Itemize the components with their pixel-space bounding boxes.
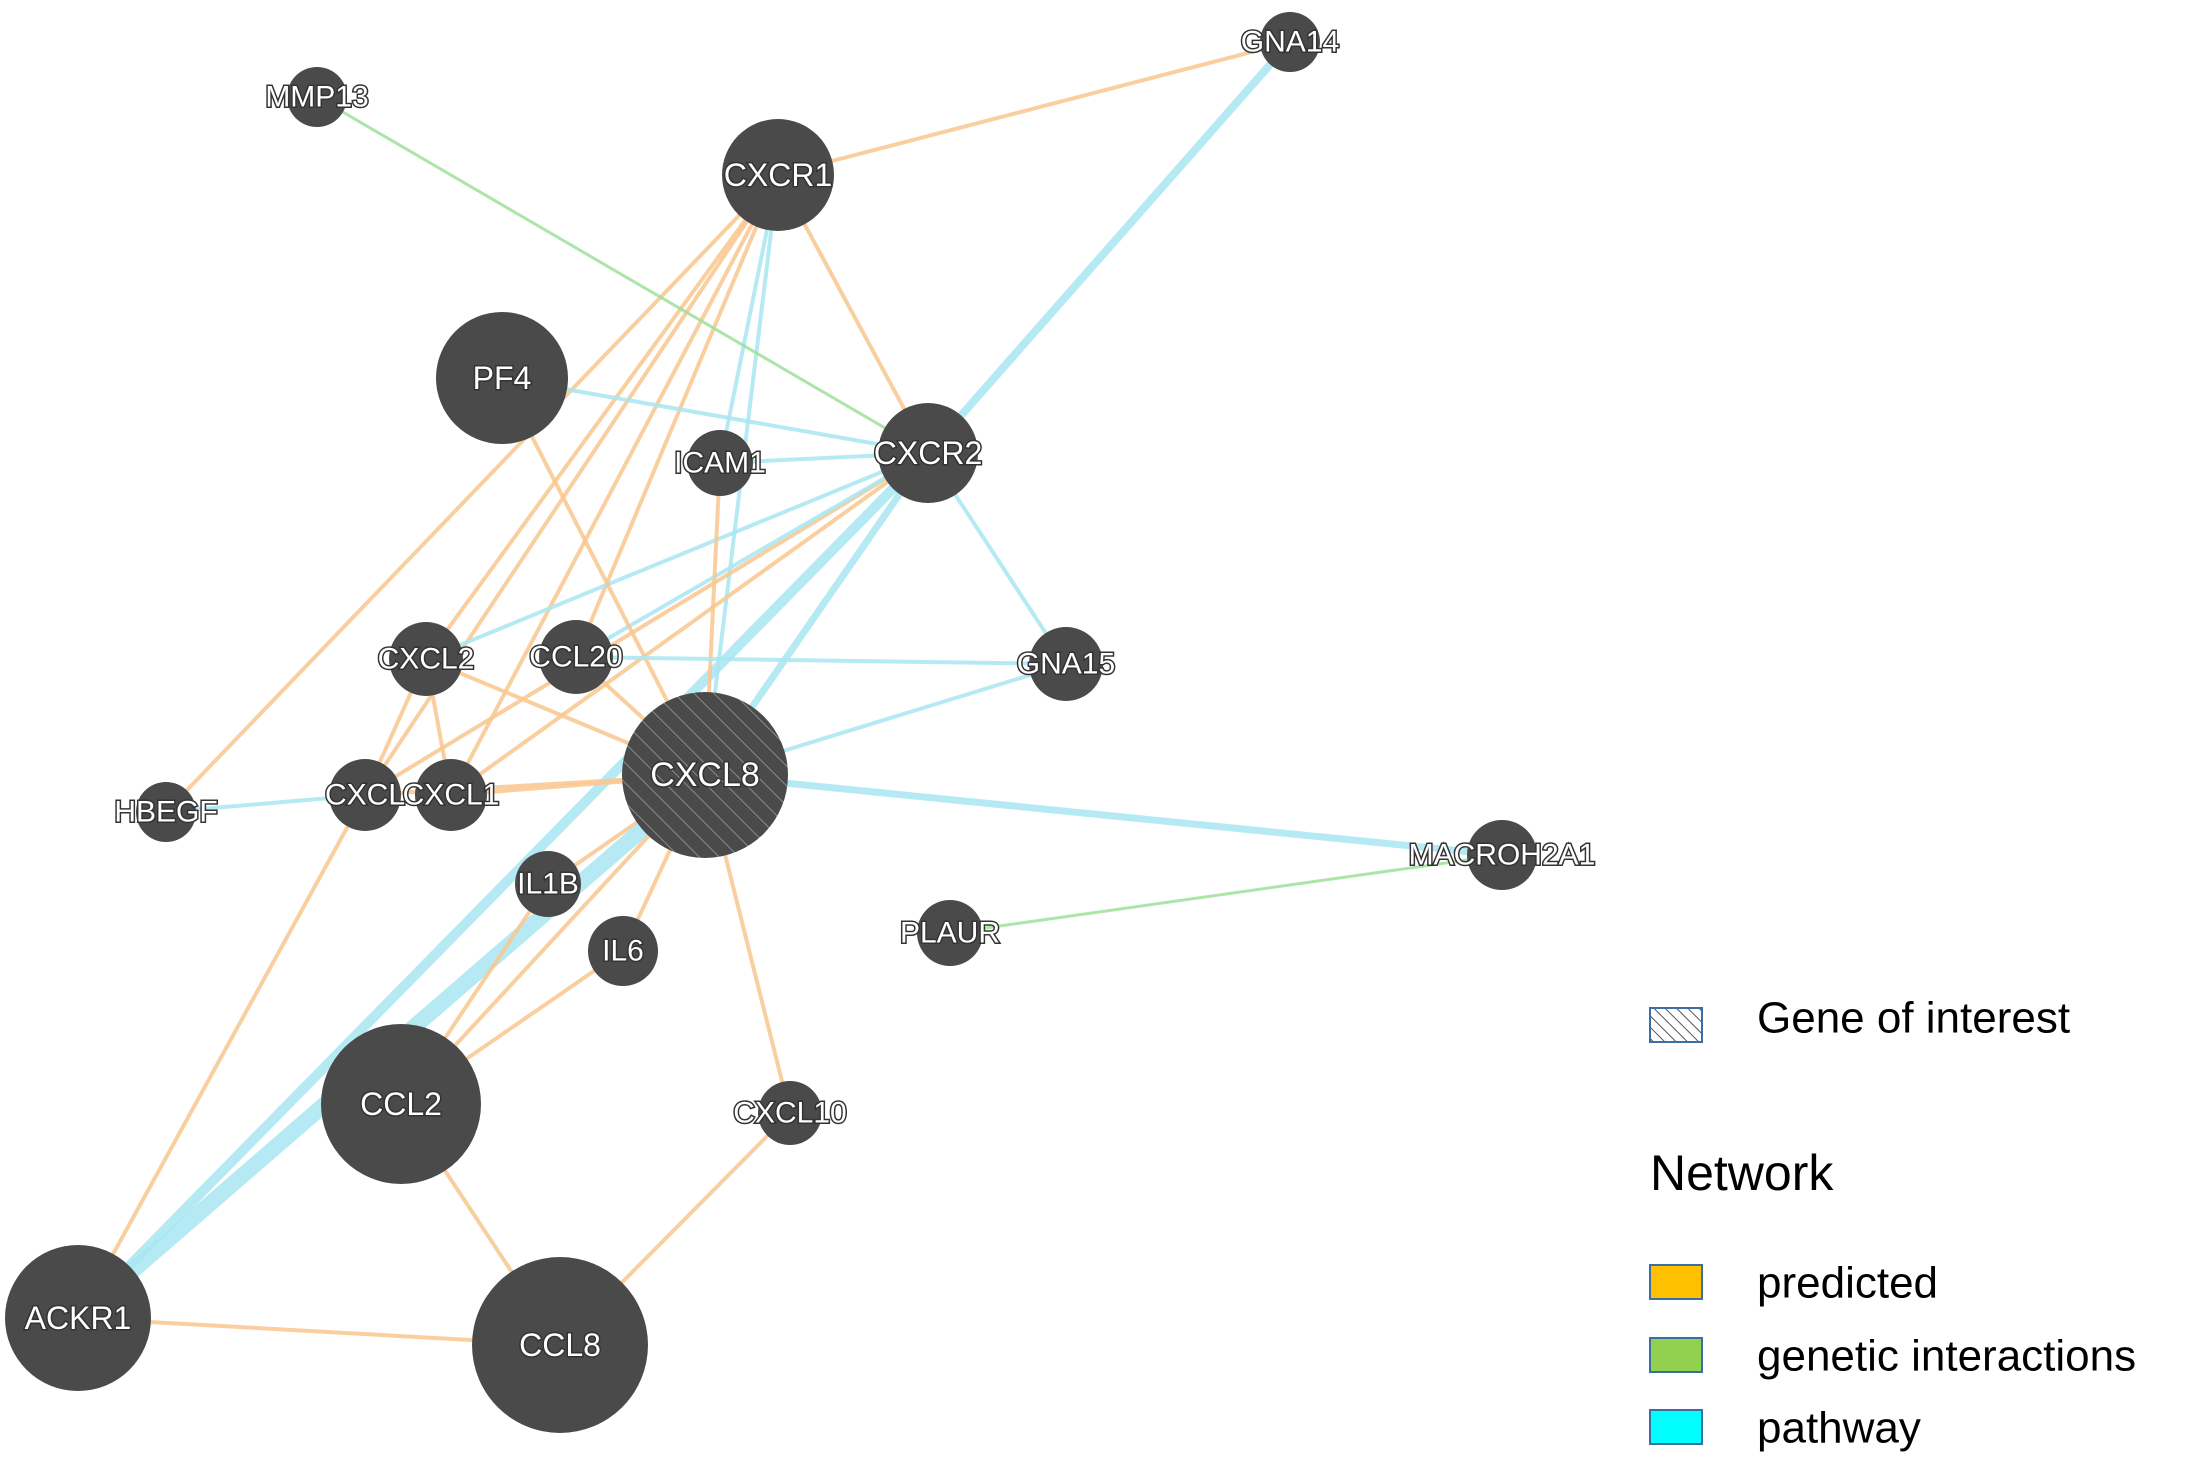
node-label: CCL2 (360, 1086, 442, 1122)
node-circle[interactable] (515, 851, 581, 917)
node-ackr1[interactable]: ACKR1 (5, 1245, 151, 1391)
node-gna15[interactable]: GNA15 (1015, 627, 1117, 701)
gene-of-interest-swatch (1649, 1007, 1703, 1043)
node-label: GNA14 (1241, 26, 1339, 59)
node-cxcl2[interactable]: CXCL2 (376, 622, 476, 696)
node-circle[interactable] (917, 900, 983, 966)
node-circle[interactable] (1467, 820, 1537, 890)
node-label: PF4 (473, 360, 532, 396)
node-ccl8[interactable]: CCL8 (472, 1257, 648, 1433)
node-cxcl3[interactable]: CXCL (323, 759, 407, 831)
edge-pathway-cxcr2-pf4 (500, 376, 930, 455)
gene-of-interest-label: Gene of interest (1757, 994, 2070, 1043)
edge-pathway-cxcr2-gna14 (924, 38, 1294, 457)
edge-predicted-cxcr1-cxcl2 (424, 173, 780, 661)
edge-pathway-ccl20-gna15 (574, 655, 1068, 666)
edge-pathway-cxcr2-ccl20 (574, 451, 930, 659)
node-circle[interactable] (136, 782, 196, 842)
node-circle[interactable] (1029, 627, 1103, 701)
node-icam1[interactable]: ICAM1 (673, 430, 767, 496)
genetic-interactions-label: genetic interactions (1757, 1332, 2136, 1381)
node-circle[interactable] (472, 1257, 648, 1433)
edge-pathway-cxcr2-ackr1 (73, 448, 933, 1323)
node-label: CXCR2 (874, 435, 982, 471)
edge-predicted-cxcr2-cxcl3 (363, 451, 930, 797)
node-label: PLAUR (900, 917, 1000, 950)
node-label: CXCL1 (403, 779, 500, 812)
node-ccl2[interactable]: CCL2 (321, 1024, 481, 1184)
node-label: CXCL10 (733, 1097, 846, 1130)
node-circle[interactable] (588, 916, 658, 986)
node-label: CCL8 (519, 1327, 601, 1363)
node-label: IL6 (602, 935, 644, 968)
gene-of-interest-node-circle[interactable] (622, 692, 788, 858)
edge-predicted-cxcl3-ackr1 (76, 793, 367, 1320)
node-macroh2a1[interactable]: MACROH2A1 (1407, 820, 1597, 890)
node-label: IL1B (517, 868, 579, 901)
node-label: MMP13 (265, 81, 368, 114)
node-gna14[interactable]: GNA14 (1239, 12, 1341, 72)
node-cxcr2[interactable]: CXCR2 (872, 403, 984, 503)
node-circle[interactable] (436, 312, 568, 444)
node-circle[interactable] (1260, 12, 1320, 72)
node-cxcl1[interactable]: CXCL1 (401, 759, 501, 831)
node-cxcr1[interactable]: CXCR1 (722, 119, 834, 231)
node-label: CXCL2 (378, 643, 475, 676)
node-pf4[interactable]: PF4 (436, 312, 568, 444)
node-circle[interactable] (687, 430, 753, 496)
edge-predicted-cxcr1-gna14 (776, 40, 1292, 177)
edges-layer (70, 38, 1506, 1347)
node-label: MACROH2A1 (1409, 839, 1596, 872)
predicted-label: predicted (1757, 1259, 1938, 1308)
node-hbegf[interactable]: HBEGF (113, 782, 219, 842)
node-il1b[interactable]: IL1B (515, 851, 581, 917)
edge-pathway-cxcl8-macroh2a1 (701, 771, 1506, 859)
node-label: CXCL (325, 779, 405, 812)
node-mmp13[interactable]: MMP13 (264, 67, 370, 127)
node-plaur[interactable]: PLAUR (898, 900, 1002, 966)
network-legend-title: Network (1650, 1145, 1834, 1201)
node-circle[interactable] (329, 759, 401, 831)
node-circle[interactable] (415, 759, 487, 831)
node-circle[interactable] (758, 1081, 822, 1145)
node-label: CCL20 (529, 641, 622, 674)
edge-predicted-cxcr1-hbegf (164, 173, 780, 814)
node-circle[interactable] (5, 1245, 151, 1391)
node-label: CXCR1 (724, 157, 832, 193)
node-cxcl10[interactable]: CXCL10 (732, 1081, 848, 1145)
node-circle[interactable] (722, 119, 834, 231)
edge-predicted-cxcr2-cxcl1 (449, 451, 930, 797)
legend: Gene of interest Network predicted genet… (1649, 994, 2136, 1453)
node-label: ICAM1 (674, 447, 766, 480)
pathway-swatch (1649, 1409, 1703, 1445)
node-ccl20[interactable]: CCL20 (528, 620, 624, 694)
edge-genetic-plaur-macroh2a1 (948, 853, 1504, 935)
predicted-swatch (1649, 1264, 1703, 1300)
node-circle[interactable] (539, 620, 613, 694)
node-circle[interactable] (878, 403, 978, 503)
node-circle[interactable] (287, 67, 347, 127)
node-circle[interactable] (321, 1024, 481, 1184)
node-label: HBEGF (114, 796, 217, 829)
node-label: GNA15 (1017, 648, 1115, 681)
edge-predicted-cxcr1-ccl20 (574, 173, 780, 659)
node-il6[interactable]: IL6 (588, 916, 658, 986)
edge-pathway-cxcr2-cxcl2 (424, 451, 930, 661)
pathway-label: pathway (1757, 1404, 1921, 1453)
node-circle[interactable] (389, 622, 463, 696)
node-label: CXCL8 (650, 756, 760, 794)
genetic-interactions-swatch (1649, 1337, 1703, 1373)
node-label: ACKR1 (25, 1300, 132, 1336)
node-cxcl8[interactable]: CXCL8 (622, 692, 788, 858)
edge-genetic-mmp13-cxcr2 (315, 95, 930, 455)
